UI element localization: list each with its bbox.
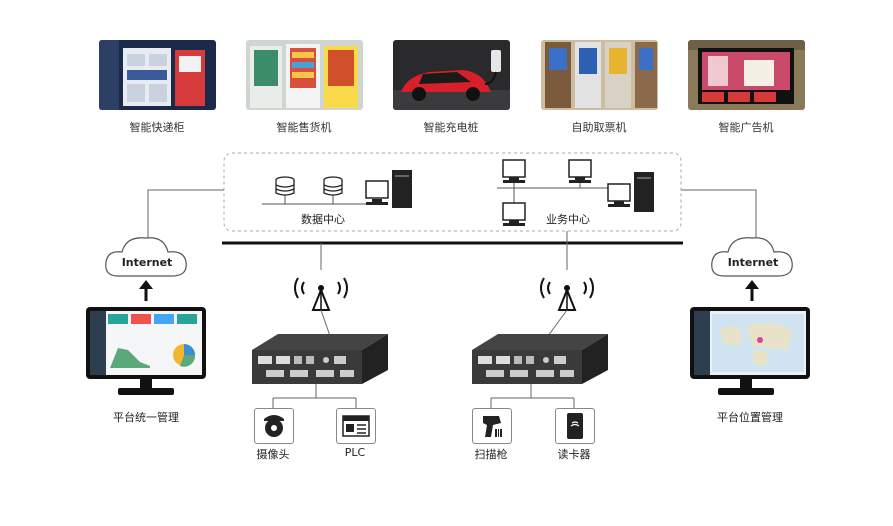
left-gateway-box-icon [252, 334, 388, 384]
right-monitor-label: 平台位置管理 [717, 411, 783, 424]
database-icon [323, 176, 343, 196]
right-antenna-icon [540, 277, 594, 311]
vending-machine-photo [246, 40, 363, 110]
charger-label: 智能充电桩 [423, 121, 479, 134]
card-reader-icon [555, 408, 595, 444]
locker-photo [99, 40, 216, 110]
camera-label: 摄像头 [256, 448, 290, 461]
scanner-label: 扫描枪 [474, 448, 508, 461]
client-computer-icon [502, 202, 526, 226]
right-cloud-text: Internet [728, 256, 779, 269]
vending-label: 智能售货机 [276, 121, 332, 134]
database-icon [275, 176, 295, 196]
left-cloud-text: Internet [122, 256, 173, 269]
left-monitor-label: 平台统一管理 [113, 411, 179, 424]
left-up-arrow-icon [139, 280, 153, 301]
camera-icon [254, 408, 294, 444]
plc-label: PLC [344, 446, 366, 459]
plc-icon [336, 408, 376, 444]
kiosk-label: 自助取票机 [571, 121, 627, 134]
left-monitor-icon [86, 307, 206, 395]
left-antenna-icon [294, 277, 348, 311]
ad-screen-label: 智能广告机 [718, 121, 774, 134]
business-center-label: 业务中心 [546, 213, 590, 226]
right-up-arrow-icon [745, 280, 759, 301]
ticket-kiosk-photo [541, 40, 658, 110]
data-center-label: 数据中心 [301, 213, 345, 226]
right-gateway-box-icon [472, 334, 608, 384]
left-link-line [147, 189, 224, 238]
locker-label: 智能快递柜 [129, 121, 185, 134]
right-cloud-icon [711, 237, 793, 277]
ev-charger-photo [393, 40, 510, 110]
ad-screen-photo [688, 40, 805, 110]
left-cloud-icon [105, 237, 187, 277]
server-computer-icon [365, 170, 412, 208]
right-monitor-icon [690, 307, 810, 395]
card-reader-label: 读卡器 [557, 448, 591, 461]
scanner-icon [472, 408, 512, 444]
right-link-line [681, 189, 757, 238]
client-computer-icon [568, 159, 592, 183]
client-computer-icon [502, 159, 526, 183]
server-computer-icon [607, 172, 654, 212]
